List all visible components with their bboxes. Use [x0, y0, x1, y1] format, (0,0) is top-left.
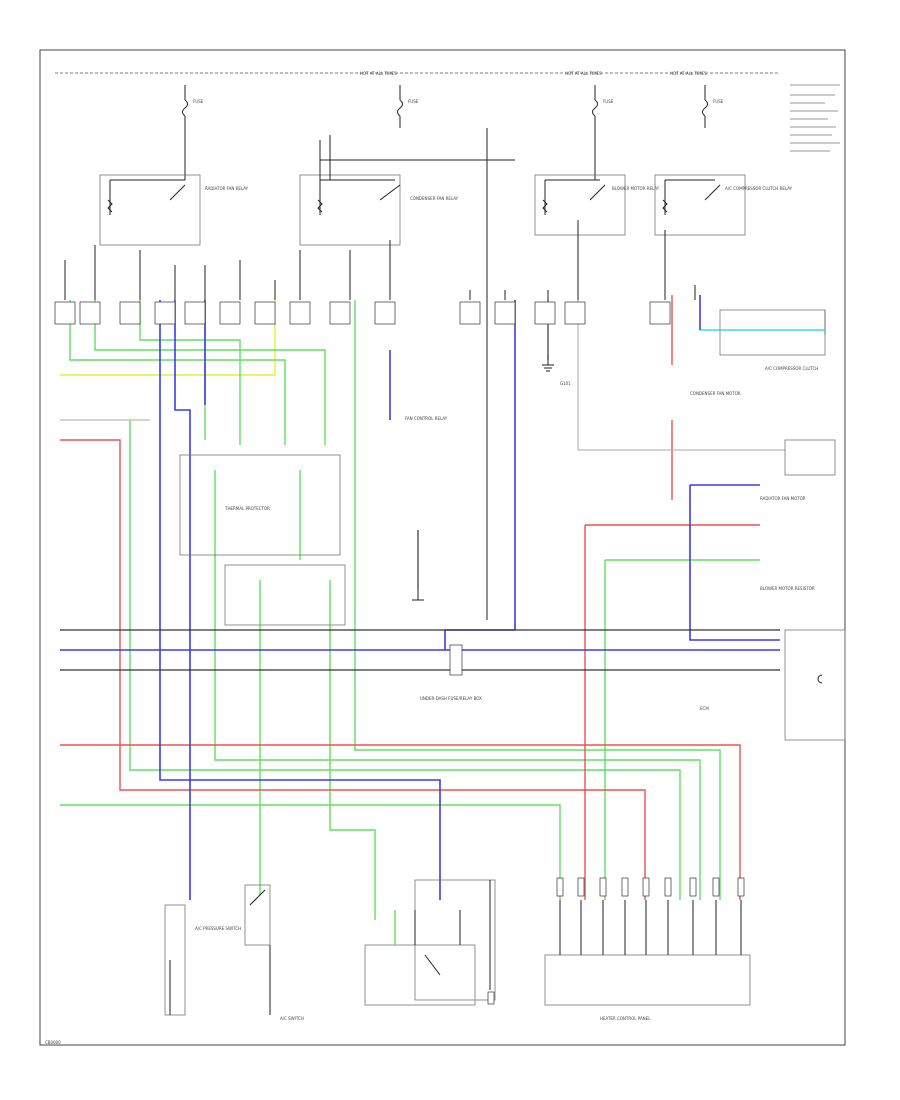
heater-control-panel-label: HEATER CONTROL PANEL: [600, 1016, 651, 1021]
bus-label-right: HOT AT ALL TIMES: [670, 71, 707, 76]
fuse-3-label: FUSE: [603, 99, 614, 104]
ac-compressor-clutch-relay-label: A/C COMPRESSOR CLUTCH RELAY: [725, 186, 793, 191]
thermal-protector-label: THERMAL PROTECTOR: [224, 506, 270, 511]
blower-motor-resistor-label: BLOWER MOTOR RESISTOR: [760, 586, 815, 591]
wires: [60, 295, 785, 920]
fuse-block-connector: [449, 644, 463, 676]
blower-motor-relay: BLOWER MOTOR RELAY: [534, 174, 660, 236]
bottom-relay: [364, 879, 496, 1006]
blower-motor-relay-label: BLOWER MOTOR RELAY: [612, 186, 660, 191]
fuse-1: FUSE: [182, 85, 204, 180]
diagram-frame: [39, 49, 846, 1046]
ground-symbol: G101: [412, 355, 571, 601]
bus-label-left: HOT AT ALL TIMES: [360, 71, 397, 76]
mid-components: THERMAL PROTECTOR FAN CONTROL RELAY COND…: [179, 391, 815, 711]
connector-row: [64, 220, 826, 335]
under-dash-fuse-label: UNDER-DASH FUSE/RELAY BOX: [420, 696, 482, 701]
radiator-fan-relay-label: RADIATOR FAN RELAY: [205, 186, 249, 191]
ac-switch-label: A/C SWITCH: [280, 1016, 304, 1021]
fuse-4: FUSE: [702, 85, 724, 128]
ac-compressor-clutch-relay: A/C COMPRESSOR CLUTCH RELAY: [654, 174, 793, 236]
ac-pressure-switch-label: A/C PRESSURE SWITCH: [195, 926, 241, 931]
relays: RADIATOR FAN RELAY CONDENSER FAN RELAY B…: [99, 128, 793, 620]
fuse-3: FUSE: [592, 85, 614, 180]
condenser-fan-motor-label: CONDENSER FAN MOTOR: [690, 391, 741, 396]
right-connector: [784, 439, 846, 741]
condenser-fan-relay: CONDENSER FAN RELAY: [299, 135, 459, 246]
heater-control-panel: HEATER CONTROL PANEL: [544, 877, 751, 1021]
bus-label-mid: HOT AT ALL TIMES: [565, 71, 602, 76]
panel-pins: [556, 877, 745, 955]
radiator-fan-relay: RADIATOR FAN RELAY: [99, 174, 249, 246]
note-block: [790, 84, 840, 152]
ac-compressor-clutch: A/C COMPRESSOR CLUTCH: [700, 309, 826, 371]
fuse-2-label: FUSE: [408, 99, 419, 104]
condenser-fan-relay-label: CONDENSER FAN RELAY: [410, 196, 459, 201]
ac-switch: A/C SWITCH: [244, 884, 304, 1021]
ground-label: G101: [560, 381, 571, 386]
fuse-4-label: FUSE: [713, 99, 724, 104]
header-connectors: [54, 301, 671, 325]
radiator-fan-motor-label: RADIATOR FAN MOTOR: [760, 496, 806, 501]
page-code: CB0000: [45, 1040, 61, 1045]
ac-compressor-clutch-label: A/C COMPRESSOR CLUTCH: [765, 366, 818, 371]
fuse-1-label: FUSE: [193, 99, 204, 104]
fan-control-relay-label: FAN CONTROL RELAY: [405, 416, 448, 421]
fuses: FUSE FUSE FUSE FUSE: [182, 85, 724, 180]
fuse-2: FUSE: [397, 85, 419, 128]
ac-pressure-switch: A/C PRESSURE SWITCH: [164, 904, 241, 1016]
power-bus: HOT AT ALL TIMES HOT AT ALL TIMES HOT AT…: [55, 71, 780, 76]
ecm-label: ECM: [700, 706, 709, 711]
